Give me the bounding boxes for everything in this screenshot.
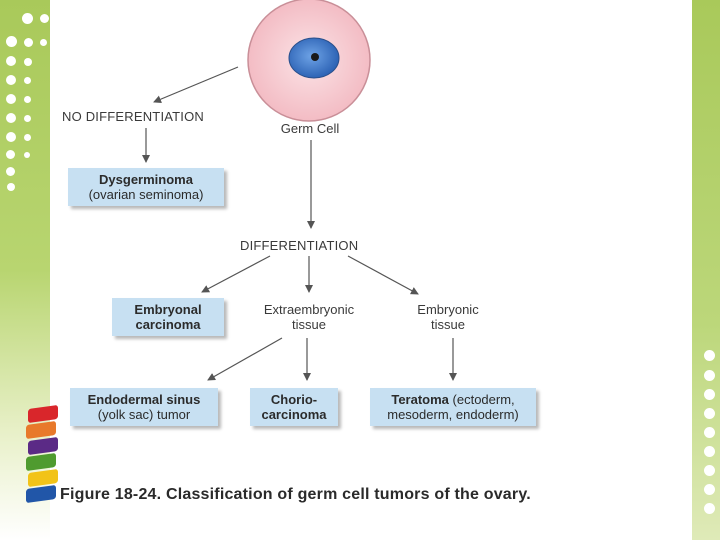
teratoma-line1: Teratoma (ectoderm, <box>391 392 515 407</box>
teratoma-line2: mesoderm, endoderm) <box>387 407 519 422</box>
teratoma-box: Teratoma (ectoderm, mesoderm, endoderm) <box>370 388 536 426</box>
endodermal-line2: (yolk sac) tumor <box>97 407 191 422</box>
extraembryonic-line2: tissue <box>292 317 326 332</box>
embryonal-carcinoma-box: Embryonal carcinoma <box>112 298 224 336</box>
extraembryonic-line1: Extraembryonic <box>263 302 355 317</box>
embryonal-line2: carcinoma <box>135 317 201 332</box>
embryonic-line1: Embryonic <box>417 302 479 317</box>
figure-area <box>50 0 692 540</box>
no-differentiation-label: NO DIFFERENTIATION <box>62 109 205 124</box>
chorio-line1: Chorio- <box>270 392 318 407</box>
embryonal-line1: Embryonal <box>134 302 202 317</box>
dysgerminoma-subtitle: (ovarian seminoma) <box>88 187 204 202</box>
dysgerminoma-box: Dysgerminoma (ovarian seminoma) <box>68 168 224 206</box>
endodermal-line1: Endodermal sinus <box>87 392 201 407</box>
embryonic-tissue-label: Embryonic tissue <box>404 302 492 332</box>
embryonic-line2: tissue <box>431 317 465 332</box>
figure-caption: Figure 18-24. Classification of germ cel… <box>60 486 531 503</box>
right-decorative-band <box>692 0 720 540</box>
germ-cell-label: Germ Cell <box>280 121 340 136</box>
choriocarcinoma-box: Chorio- carcinoma <box>250 388 338 426</box>
extraembryonic-tissue-label: Extraembryonic tissue <box>250 302 368 332</box>
differentiation-label: DIFFERENTIATION <box>240 238 359 253</box>
dysgerminoma-title: Dysgerminoma <box>99 172 193 187</box>
endodermal-sinus-box: Endodermal sinus (yolk sac) tumor <box>70 388 218 426</box>
chorio-line2: carcinoma <box>261 407 327 422</box>
